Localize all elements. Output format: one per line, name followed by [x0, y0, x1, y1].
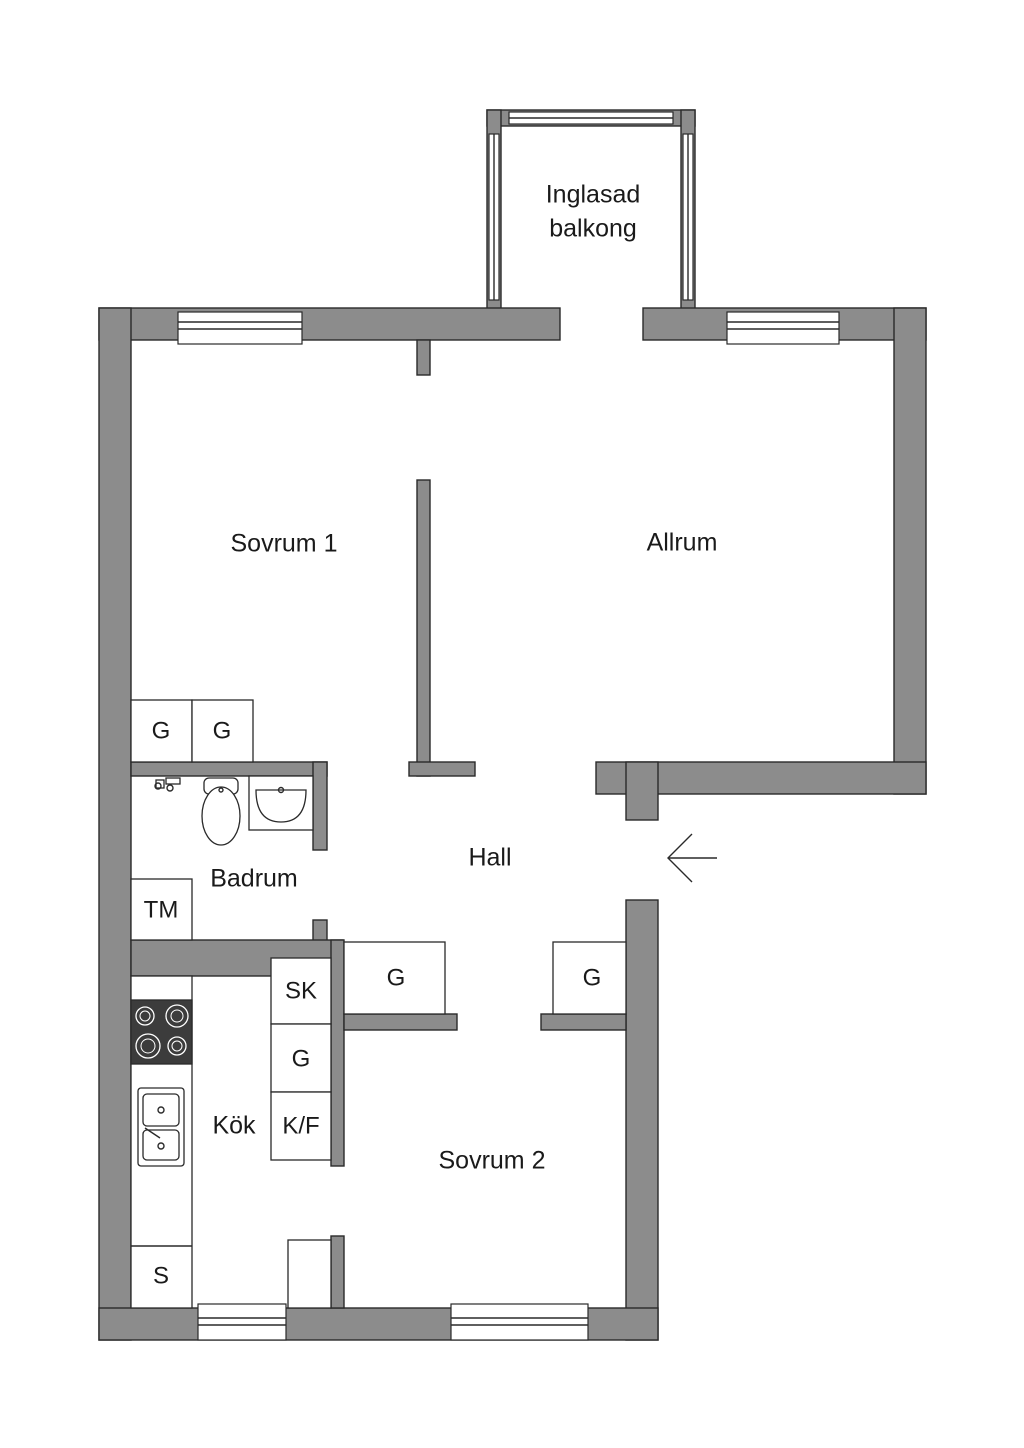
- wall-bath-top: [130, 761, 328, 777]
- wall-bedroom1-living: [416, 479, 431, 777]
- kitchen-corner-cabinet: [287, 1239, 332, 1309]
- wardrobe-hall-right: [552, 941, 627, 1015]
- washing-machine-cabinet: [130, 878, 193, 941]
- wardrobe-label: G: [387, 964, 406, 991]
- wardrobe-label: G: [152, 717, 171, 744]
- windows: [177, 311, 840, 1341]
- wall-bath-right: [312, 761, 328, 851]
- wardrobe-bedroom1-b: [191, 699, 254, 763]
- wall-bath-bottom-stub: [312, 919, 328, 943]
- window-kitchen: [197, 1303, 287, 1341]
- toilet-icon: [201, 777, 241, 846]
- wall-bedroom2-top-left: [343, 1013, 458, 1031]
- room-label-bedroom2: Sovrum 2: [439, 1147, 546, 1175]
- wall-kitchen-right: [330, 939, 345, 1167]
- bathroom-fixtures: [154, 775, 314, 846]
- room-labels: Inglasad balkong Sovrum 1 Allrum Hall Ba…: [210, 181, 717, 1175]
- wall-top-left: [98, 307, 561, 341]
- room-label-bathroom: Badrum: [210, 865, 298, 893]
- room-label-hall: Hall: [468, 844, 511, 872]
- kitchen-counter: S: [130, 975, 193, 1309]
- balcony: [486, 109, 696, 311]
- wall-bedroom1-foot: [408, 761, 476, 777]
- wall-bedroom2-top-right: [540, 1013, 627, 1031]
- room-label-kitchen: Kök: [212, 1112, 256, 1140]
- cabinets: G G TM G G SK G K/F: [130, 699, 627, 1309]
- room-label-bedroom1: Sovrum 1: [231, 530, 338, 558]
- room-label-balcony-line1: Inglasad: [546, 181, 641, 209]
- storage-label: S: [153, 1262, 169, 1289]
- window-bedroom2: [450, 1303, 589, 1341]
- interior-walls: [130, 339, 627, 1309]
- wall-step-vertical: [625, 761, 659, 821]
- broom-cupboard-label: SK: [285, 977, 317, 1004]
- wall-left: [98, 307, 132, 1341]
- wall-stub-top: [416, 339, 431, 376]
- broom-cupboard: [270, 957, 332, 1025]
- washbasin-icon: [248, 775, 314, 831]
- wardrobe-label: G: [583, 964, 602, 991]
- wardrobe-hall-left: [343, 941, 446, 1015]
- wardrobe-label: G: [213, 717, 232, 744]
- wardrobe-bedroom1-a: [130, 699, 193, 763]
- entrance-arrow-icon: [667, 833, 717, 883]
- wardrobe-label: G: [292, 1045, 311, 1072]
- fridge-freezer: [270, 1091, 332, 1161]
- window-living: [726, 311, 840, 345]
- sink-icon: [137, 1087, 185, 1167]
- washing-machine-label: TM: [144, 896, 179, 923]
- faucet-icon: [154, 777, 181, 792]
- room-label-living: Allrum: [647, 529, 718, 557]
- wall-kitchen-bottom-stub: [330, 1235, 345, 1309]
- room-label-balcony-line2: balkong: [549, 215, 637, 243]
- fridge-freezer-label: K/F: [282, 1112, 319, 1139]
- wall-right-lower: [625, 899, 659, 1341]
- wardrobe-kitchen: [270, 1023, 332, 1093]
- wall-right-upper: [893, 307, 927, 795]
- window-bedroom1: [177, 311, 303, 345]
